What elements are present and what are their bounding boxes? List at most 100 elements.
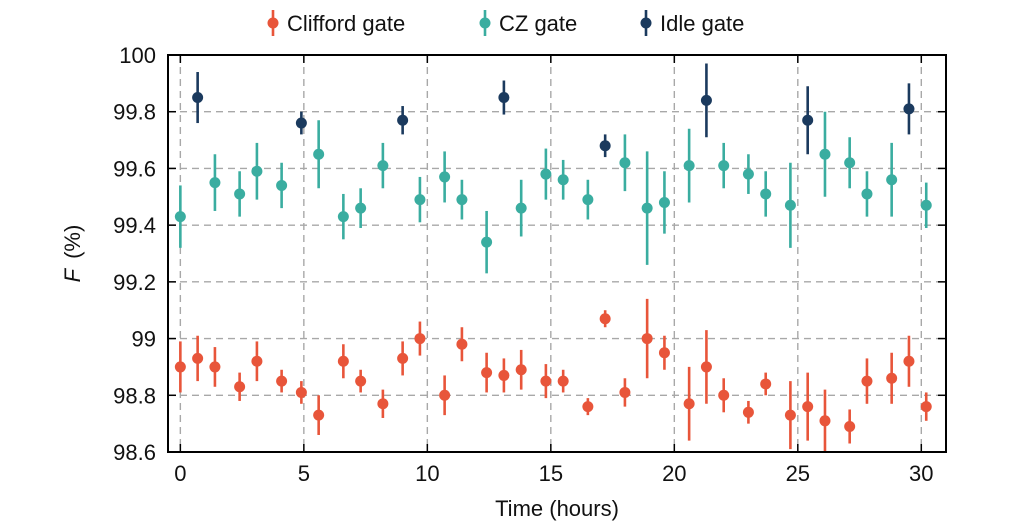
series-clifford-gate (174, 298, 932, 452)
data-point (295, 117, 307, 129)
legend-label: CZ gate (499, 11, 577, 36)
data-point (355, 375, 367, 387)
y-tick-label: 98.8 (113, 383, 156, 408)
y-tick-label: 99.2 (113, 270, 156, 295)
data-point (313, 148, 325, 160)
data-point (337, 355, 349, 367)
data-point (920, 199, 932, 211)
data-point (599, 313, 611, 325)
axis-ticks (168, 54, 946, 453)
legend-item-clifford-gate: Clifford gate (267, 10, 405, 36)
data-point (619, 157, 631, 169)
x-tick-label: 30 (909, 461, 933, 486)
x-tick-label: 0 (174, 461, 186, 486)
data-point (760, 378, 772, 390)
data-point (251, 165, 263, 177)
data-point (742, 406, 754, 418)
data-point (540, 375, 552, 387)
data-point (481, 367, 493, 379)
legend-label: Clifford gate (287, 11, 405, 36)
data-point (582, 401, 594, 413)
data-point (192, 352, 204, 364)
data-point (742, 168, 754, 180)
data-point (658, 347, 670, 359)
legend-marker-dot (479, 17, 491, 29)
data-point (276, 375, 288, 387)
legend-marker-dot (640, 17, 652, 29)
data-point (700, 94, 712, 106)
data-point (234, 381, 246, 393)
data-point (337, 211, 349, 223)
data-point (192, 92, 204, 104)
data-point (209, 361, 221, 373)
data-point (903, 355, 915, 367)
data-point (295, 386, 307, 398)
y-axis-title: F(%) (60, 225, 85, 283)
data-point (540, 168, 552, 180)
data-point (844, 157, 856, 169)
data-point (861, 375, 873, 387)
legend: Clifford gate CZ gate Idle gate (267, 10, 744, 36)
grid (168, 54, 946, 453)
data-point (174, 361, 186, 373)
x-tick-label: 25 (786, 461, 810, 486)
data-point (718, 389, 730, 401)
data-point (886, 372, 898, 384)
data-point (276, 179, 288, 191)
series-cz-gate (174, 111, 932, 274)
y-tick-label: 99.8 (113, 100, 156, 125)
data-point (313, 409, 325, 421)
data-point (802, 401, 814, 413)
data-point (355, 202, 367, 214)
data-point (397, 352, 409, 364)
data-point (920, 401, 932, 413)
data-point (819, 415, 831, 427)
data-point (641, 202, 653, 214)
data-point (174, 211, 186, 223)
legend-label: Idle gate (660, 11, 744, 36)
data-point (397, 114, 409, 126)
data-point (903, 103, 915, 115)
data-point (377, 398, 389, 410)
y-tick-label: 98.6 (113, 440, 156, 465)
y-tick-label: 100 (119, 43, 156, 68)
y-tick-label: 99 (132, 327, 156, 352)
data-point (819, 148, 831, 160)
y-tick-label: 99.6 (113, 156, 156, 181)
data-point (784, 409, 796, 421)
data-points (174, 63, 932, 452)
data-point (700, 361, 712, 373)
data-point (515, 202, 527, 214)
data-point (414, 333, 426, 345)
data-point (718, 160, 730, 172)
data-point (802, 114, 814, 126)
y-tick-label: 99.4 (113, 213, 156, 238)
data-point (683, 398, 695, 410)
data-point (861, 188, 873, 200)
data-point (251, 355, 263, 367)
x-tick-label: 15 (539, 461, 563, 486)
data-point (683, 160, 695, 172)
data-point (498, 92, 510, 104)
data-point (582, 194, 594, 206)
x-axis-title: Time (hours) (495, 496, 619, 521)
x-tick-label: 20 (662, 461, 686, 486)
data-point (557, 375, 569, 387)
data-point (377, 160, 389, 172)
data-point (844, 420, 856, 432)
data-point (641, 333, 653, 345)
data-point (439, 171, 451, 183)
series-idle-gate (192, 63, 915, 158)
data-point (658, 196, 670, 208)
data-point (414, 194, 426, 206)
data-point (456, 194, 468, 206)
legend-item-cz-gate: CZ gate (479, 10, 577, 36)
data-point (515, 364, 527, 376)
plot-frame (167, 54, 947, 453)
data-point (234, 188, 246, 200)
x-tick-label: 5 (298, 461, 310, 486)
y-axis-symbol: F (60, 267, 85, 282)
data-point (456, 338, 468, 350)
